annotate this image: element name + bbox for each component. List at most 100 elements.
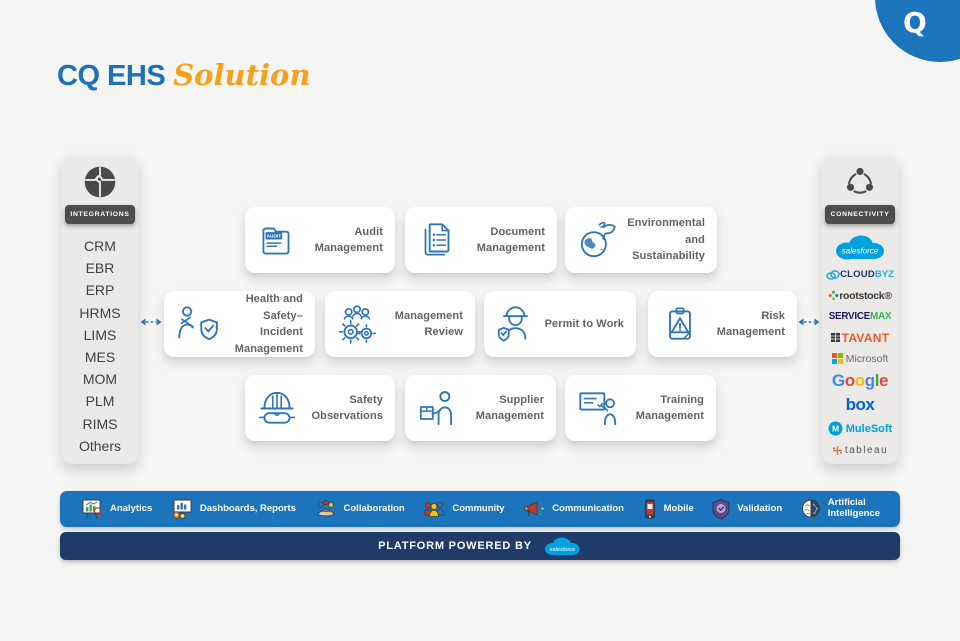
integrations-puzzle-icon: [84, 166, 116, 198]
svg-text:salesforce: salesforce: [842, 247, 879, 256]
collaboration-icon: [316, 499, 335, 517]
cloudbyz-cloud-icon: [826, 270, 840, 280]
card-risk-management: Risk Management: [648, 291, 797, 357]
community-icon: [423, 502, 445, 517]
card-safety-observations: Safety Observations: [245, 375, 395, 441]
svg-text:M: M: [832, 424, 839, 434]
card-label: Management Review: [394, 309, 463, 339]
feature-mobile: Mobile: [642, 498, 694, 520]
audit-folder-icon: AUDIT: [262, 227, 290, 255]
feature-label: Dashboards, Reports: [199, 502, 296, 514]
feature-analytics: Analytics: [80, 498, 152, 520]
list-item: PLM: [85, 393, 115, 410]
mulesoft-logo: M MuleSoft: [822, 417, 898, 440]
connectivity-badge: CONNECTIVITY: [825, 205, 895, 224]
feature-bar: Analytics Dashboards, Reports Collaborat…: [60, 491, 900, 527]
list-item: LIMS: [83, 326, 117, 343]
card-document-management: Document Management: [405, 207, 557, 273]
feature-label: Communication: [552, 502, 624, 514]
feature-communication: Communication: [522, 498, 624, 520]
list-item: Others: [78, 437, 121, 454]
connectivity-icon: [846, 167, 874, 194]
rootstock-logo: rootstock®: [822, 285, 898, 306]
feature-label: Collaboration: [343, 502, 405, 514]
tableau-logo: tableau: [822, 440, 898, 461]
tavant-grid-icon: [830, 333, 840, 342]
clipboard-warning-icon: [669, 307, 691, 340]
right-double-arrow-icon: [798, 318, 820, 326]
feature-community: Community: [422, 498, 505, 520]
svg-text:AUDIT: AUDIT: [267, 234, 282, 240]
card-health-safety-incident: Health and Safety– Incident Management: [164, 291, 315, 357]
platform-label: PLATFORM POWERED BY: [378, 540, 532, 552]
card-audit-management: AUDIT Audit Management: [245, 207, 395, 273]
card-management-review: Management Review: [325, 291, 475, 357]
feature-label: Mobile: [663, 502, 694, 514]
people-gears-icon: [338, 305, 376, 344]
feature-collaboration: Collaboration: [314, 498, 405, 520]
tableau-plus-icon: [832, 446, 842, 455]
salesforce-logo: salesforce: [822, 232, 898, 264]
list-item: HRMS: [79, 304, 121, 321]
card-environmental-sustainability: Environmental and Sustainability: [565, 207, 717, 273]
dashboard-icon: [172, 499, 192, 519]
person-box-icon: [419, 391, 453, 426]
document-icon: [424, 223, 450, 256]
list-item: EBR: [85, 260, 115, 277]
card-label: Supplier Management: [475, 393, 544, 423]
card-label: Risk Management: [716, 309, 785, 339]
microsoft-logo: Microsoft: [822, 348, 898, 369]
feature-label: Analytics: [110, 502, 153, 514]
mulesoft-m-icon: M: [828, 421, 843, 436]
svg-text:salesforce: salesforce: [550, 546, 576, 552]
tavant-logo: TAVANT: [822, 327, 898, 348]
integrations-list: CRM EBR ERP HRMS LIMS MES MOM PLM RIMS O…: [79, 235, 121, 457]
worker-shield-icon: [497, 306, 528, 342]
salesforce-cloud-icon: salesforce: [544, 537, 580, 555]
brand-corner-badge: Q: [875, 0, 960, 62]
globe-leaf-icon: [580, 222, 616, 258]
mobile-icon: [644, 499, 655, 519]
feature-label: Validation: [737, 502, 783, 514]
hardhat-goggles-icon: [258, 391, 296, 424]
platform-bar: PLATFORM POWERED BY salesforce: [60, 532, 900, 560]
integrations-rail: INTEGRATIONS CRM EBR ERP HRMS LIMS MES M…: [62, 156, 138, 464]
title-accent: Solution: [173, 58, 311, 92]
validation-shield-icon: [712, 499, 730, 520]
feature-artificial-intelligence: Artificial Intelligence: [800, 497, 880, 520]
feature-validation: Validation: [711, 498, 782, 520]
card-label: Health and Safety– Incident Management: [234, 293, 303, 355]
cq-logo-icon: Q: [903, 6, 927, 39]
title-main: CQ EHS: [57, 60, 166, 92]
microsoft-squares-icon: [831, 353, 843, 364]
list-item: RIMS: [82, 415, 118, 432]
card-supplier-management: Supplier Management: [405, 375, 556, 441]
card-label: Document Management: [476, 225, 545, 255]
feature-label: Artificial Intelligence: [827, 497, 880, 519]
left-double-arrow-icon: [140, 318, 162, 326]
rootstock-dots-icon: [828, 290, 839, 301]
list-item: MOM: [82, 371, 118, 388]
card-label: Training Management: [635, 393, 704, 423]
feature-label: Community: [452, 502, 505, 514]
megaphone-icon: [524, 501, 544, 517]
injured-person-shield-icon: [178, 306, 218, 341]
trainer-board-icon: [579, 392, 617, 426]
card-label: Safety Observations: [311, 393, 383, 423]
list-item: ERP: [85, 282, 115, 299]
integrations-badge: INTEGRATIONS: [65, 205, 135, 224]
feature-dashboards-reports: Dashboards, Reports: [170, 498, 296, 520]
list-item: CRM: [84, 238, 116, 254]
card-label: Audit Management: [314, 225, 383, 255]
list-item: MES: [84, 349, 116, 366]
analytics-icon: [82, 499, 103, 519]
card-training-management: Training Management: [565, 375, 716, 441]
salesforce-cloud-icon: salesforce: [836, 235, 884, 260]
